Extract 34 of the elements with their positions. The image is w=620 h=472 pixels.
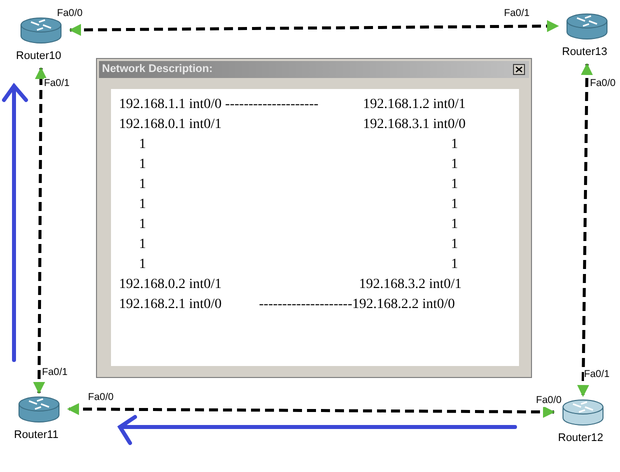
description-text: 1 <box>139 137 146 153</box>
port-label: Fa0/0 <box>536 395 562 407</box>
description-text: 192.168.1.1 int0/0 -------------------- <box>119 97 318 113</box>
description-text: 192.168.2.1 int0/0 <box>119 297 222 313</box>
link-line <box>577 63 593 397</box>
description-text: 1 <box>451 177 458 193</box>
description-text: 1 <box>451 157 458 173</box>
description-text: 192.168.0.1 int0/1 <box>119 117 222 133</box>
router-name: Router11 <box>14 429 58 441</box>
description-text: 1 <box>451 237 458 253</box>
description-text: 1 <box>139 157 146 173</box>
router-name: Router10 <box>16 50 62 62</box>
description-text: 192.168.3.1 int0/0 <box>363 117 466 133</box>
description-text: 192.168.1.2 int0/1 <box>363 97 466 113</box>
description-text: 192.168.3.2 int0/1 <box>359 277 462 293</box>
description-text: 1 <box>139 237 146 253</box>
router-name: Router12 <box>558 432 604 444</box>
description-text: 192.168.0.2 int0/1 <box>119 277 222 293</box>
link-line <box>67 403 555 418</box>
link-line <box>33 67 47 394</box>
description-text: 1 <box>139 217 146 233</box>
description-text: 1 <box>139 177 146 193</box>
description-text: 1 <box>451 257 458 273</box>
window-title: Network Description: <box>102 62 213 77</box>
dialog-window <box>96 58 532 378</box>
description-text: --------------------192.168.2.2 int0/0 <box>259 297 455 313</box>
link-line <box>69 20 559 36</box>
description-text: 1 <box>451 197 458 213</box>
description-text: 1 <box>139 257 146 273</box>
router-name: Router13 <box>562 46 608 58</box>
description-text: 1 <box>451 137 458 153</box>
description-text: 1 <box>139 197 146 213</box>
description-text: 1 <box>451 217 458 233</box>
port-label: Fa0/1 <box>584 369 610 381</box>
